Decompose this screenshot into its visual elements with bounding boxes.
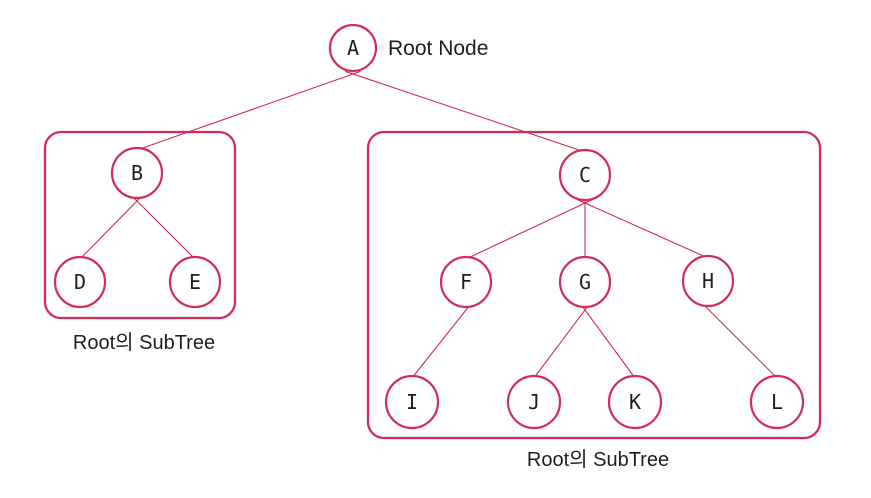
node-label-G: G <box>579 270 591 294</box>
edge-A-B <box>136 70 361 151</box>
edge-B-D <box>79 194 143 260</box>
node-circle-A <box>328 23 378 73</box>
node-circle-G <box>558 255 612 309</box>
edges-layer <box>79 70 778 379</box>
edge-G-J <box>533 303 591 379</box>
edge-B-E <box>130 194 196 260</box>
node-label-E: E <box>189 270 201 294</box>
node-label-B: B <box>131 161 143 185</box>
node-label-I: I <box>406 390 418 414</box>
node-circle-E <box>168 255 222 309</box>
edge-C-H <box>577 199 709 259</box>
subtree-caption-right: Root의 SubTree <box>527 448 669 471</box>
node-circle-C <box>558 148 612 202</box>
node-label-F: F <box>460 270 472 294</box>
edge-A-C <box>345 70 586 153</box>
subtree-box-right <box>366 130 822 440</box>
subtree-caption-left: Root의 SubTree <box>73 331 215 354</box>
node-label-A: A <box>347 36 359 60</box>
node-label-D: D <box>74 270 86 294</box>
edge-H-L <box>701 302 778 379</box>
node-label-L: L <box>771 390 783 414</box>
node-circle-J <box>506 374 562 430</box>
root-node-annotation: Root Node <box>388 37 488 60</box>
edge-G-K <box>579 303 636 379</box>
node-circle-H <box>681 254 735 308</box>
edge-F-I <box>411 303 472 379</box>
edge-C-F <box>465 199 593 260</box>
node-circle-F <box>439 255 493 309</box>
node-circle-B <box>110 146 164 200</box>
nodes-layer: A B C D E F G H I J K L <box>53 23 805 430</box>
subtree-boxes-layer <box>43 130 822 440</box>
node-label-C: C <box>579 163 591 187</box>
node-circle-K <box>607 374 663 430</box>
subtree-box-left <box>43 130 237 320</box>
node-circle-I <box>384 374 440 430</box>
node-label-H: H <box>702 269 714 293</box>
node-circle-L <box>749 374 805 430</box>
node-label-K: K <box>629 390 641 414</box>
node-circle-D <box>53 255 107 309</box>
node-label-J: J <box>528 390 540 414</box>
